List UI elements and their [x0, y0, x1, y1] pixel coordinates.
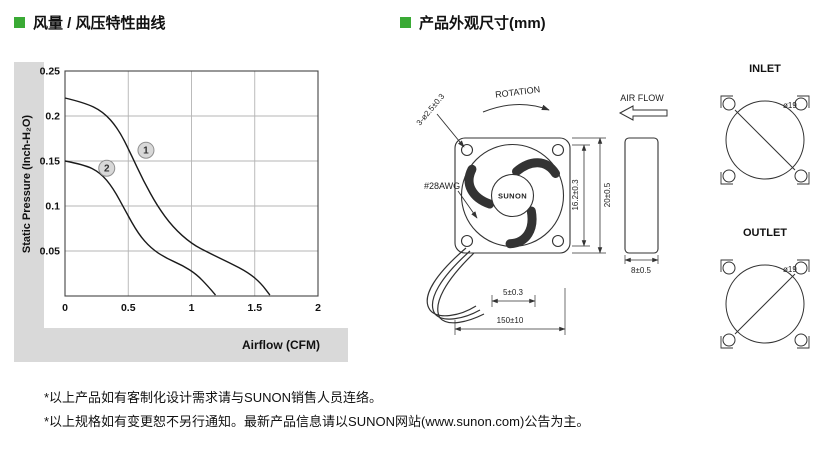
mounting-hole [551, 143, 565, 157]
air-flow-label: AIR FLOW [620, 93, 664, 103]
x-tick-label: 2 [315, 302, 321, 314]
performance-chart: Static Pressure (Inch-H₂O) Airflow (CFM)… [14, 62, 348, 362]
x-tick-label: 0.5 [121, 302, 136, 314]
inlet-label: INLET [749, 63, 781, 75]
x-tick-label: 0 [62, 302, 68, 314]
curve-badge [98, 159, 116, 177]
mounting-holes-label: 3-ø2.5±0.3 [415, 91, 447, 127]
section-header-dimensions: 产品外观尺寸(mm) [400, 12, 546, 33]
x-axis-band [14, 328, 348, 362]
y-tick-label: 0.05 [40, 246, 61, 258]
x-axis-title: Airflow (CFM) [242, 338, 320, 352]
footnote-2: *以上规格如有变更恕不另行通知。最新产品信息请以SUNON网站(www.suno… [44, 414, 590, 429]
fan-front-view [454, 137, 571, 254]
product-dimension-drawing: SUNON ROTATION 3-ø2.5±0.3 #28AWG 5±0.3 1… [415, 63, 810, 349]
extension-lines [624, 255, 659, 264]
curve-badge-label: 1 [143, 146, 149, 157]
curve-badge [137, 141, 155, 159]
y-tick-label: 0.25 [40, 66, 61, 78]
rotation-arrow-icon [482, 103, 550, 113]
fan-side-view [624, 137, 659, 254]
section-header-airflow-curve: 风量 / 风压特性曲线 [14, 12, 166, 33]
mounting-hole [460, 234, 474, 248]
x-tick-label: 1.5 [247, 302, 262, 314]
dim-150-label: 150±10 [497, 316, 524, 325]
inlet-view [720, 95, 810, 185]
wire-leader-line [457, 190, 478, 219]
plot-border [64, 70, 319, 297]
outlet-view [720, 259, 810, 349]
section-title-right: 产品外观尺寸(mm) [419, 15, 546, 32]
curve-1 [64, 97, 271, 296]
dim-8-label: 8±0.5 [631, 266, 652, 275]
x-tick-label: 1 [189, 302, 195, 314]
green-bullet-icon [14, 17, 25, 28]
dim-20-label: 20±0.5 [603, 182, 612, 207]
fan-hub [490, 173, 535, 218]
curve-2 [64, 160, 217, 296]
curve-badge-label: 2 [104, 164, 110, 175]
plot-area: 0 0.5 1 1.5 2 0.05 0.1 0.15 0.2 0.25 1 2 [40, 66, 322, 315]
y-axis-band [14, 62, 44, 362]
y-tick-label: 0.2 [45, 111, 60, 123]
sunon-logo: SUNON [498, 192, 527, 201]
green-bullet-icon [400, 17, 411, 28]
footnote-1: *以上产品如有客制化设计需求请与SUNON销售人员连络。 [44, 390, 383, 405]
outlet-label: OUTLET [743, 227, 787, 239]
holes-leader-line [436, 113, 465, 148]
rotation-label: ROTATION [495, 84, 541, 99]
dim-5-label: 5±0.3 [503, 288, 524, 297]
footnotes: *以上产品如有客制化设计需求请与SUNON销售人员连络。 *以上规格如有变更恕不… [44, 386, 589, 434]
inlet-diameter-label: ø19 [783, 101, 797, 110]
impeller [464, 158, 560, 249]
y-tick-label: 0.15 [40, 156, 61, 168]
y-tick-label: 0.1 [45, 201, 60, 213]
dim-16-2-label: 16.2±0.3 [571, 179, 580, 211]
section-title-left: 风量 / 风压特性曲线 [33, 15, 166, 32]
wire-gauge-label: #28AWG [424, 181, 460, 191]
outlet-diameter-label: ø19 [783, 265, 797, 274]
lead-wires [426, 247, 485, 324]
y-axis-title: Static Pressure (Inch-H₂O) [21, 115, 33, 253]
air-flow-arrow-icon [618, 105, 668, 121]
mounting-hole [551, 234, 565, 248]
